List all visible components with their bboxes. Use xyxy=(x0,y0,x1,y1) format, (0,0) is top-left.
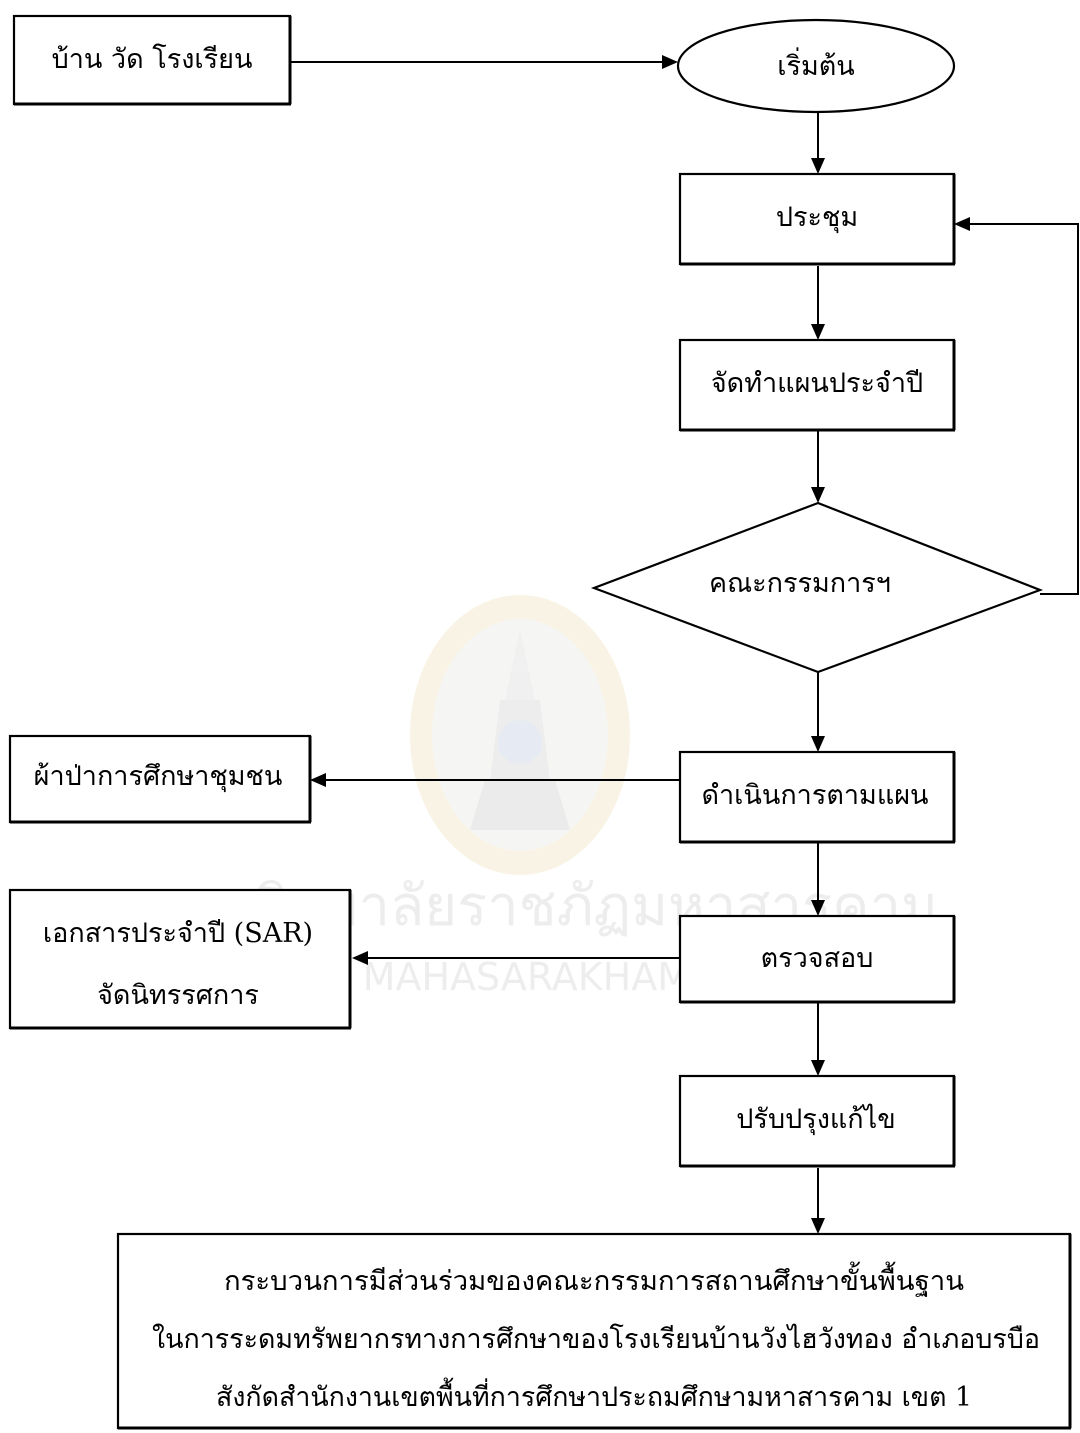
node-sar-label-line1: เอกสารประจำปี (SAR) xyxy=(43,918,313,949)
node-meeting: ประชุม xyxy=(678,172,956,266)
arrowhead xyxy=(811,1218,825,1234)
node-community-cloth: ผ้าป่าการศึกษาชุมชน xyxy=(8,734,312,824)
node-sar-label-line2: จัดนิทรรศการ xyxy=(97,980,259,1011)
node-annual-plan-label: จัดทำแผนประจำปี xyxy=(711,368,923,399)
node-implement: ดำเนินการตามแผน xyxy=(678,750,956,844)
node-community-cloth-label: ผ้าป่าการศึกษาชุมชน xyxy=(34,761,283,793)
arrowhead xyxy=(811,900,825,916)
arrowhead xyxy=(811,324,825,340)
node-inspect-label: ตรวจสอบ xyxy=(761,943,874,974)
arrowhead xyxy=(811,487,825,503)
university-seal-logo xyxy=(410,595,630,875)
node-community-label: บ้าน วัด โรงเรียน xyxy=(52,44,253,75)
node-improve-label: ปรับปรุงแก้ไข xyxy=(736,1104,895,1136)
node-community: บ้าน วัด โรงเรียน xyxy=(12,14,292,106)
node-result-line1: กระบวนการมีส่วนร่วมของคณะกรรมการสถานศึกษ… xyxy=(224,1261,964,1297)
node-committee-label: คณะกรรมการฯ xyxy=(709,568,891,599)
node-implement-label: ดำเนินการตามแผน xyxy=(701,780,928,811)
arrowhead xyxy=(310,773,326,787)
node-start-label: เริ่มต้น xyxy=(777,47,855,82)
node-result-line3: สังกัดสำนักงานเขตพื้นที่การศึกษาประถมศึก… xyxy=(216,1377,972,1413)
node-result: กระบวนการมีส่วนร่วมของคณะกรรมการสถานศึกษ… xyxy=(116,1232,1072,1430)
connectors xyxy=(290,55,1079,1234)
node-start-ellipse: เริ่มต้น xyxy=(676,18,956,114)
arrowhead xyxy=(811,736,825,752)
arrowhead xyxy=(811,1060,825,1076)
node-improve: ปรับปรุงแก้ไข xyxy=(678,1074,956,1168)
node-result-line2: ในการระดมทรัพยากรทางการศึกษาของโรงเรียนบ… xyxy=(152,1323,1040,1355)
node-inspect: ตรวจสอบ xyxy=(678,914,956,1004)
edge-committee-feedback-to-meeting xyxy=(968,223,1079,595)
arrowhead xyxy=(662,55,678,69)
node-annual-plan: จัดทำแผนประจำปี xyxy=(678,338,956,432)
node-meeting-label: ประชุม xyxy=(776,202,858,234)
arrowhead xyxy=(954,217,970,231)
node-committee-decision: คณะกรรมการฯ xyxy=(590,501,1044,674)
node-sar-exhibition: เอกสารประจำปี (SAR) จัดนิทรรศการ xyxy=(8,888,352,1030)
arrowhead xyxy=(352,951,368,965)
arrowhead xyxy=(811,158,825,174)
